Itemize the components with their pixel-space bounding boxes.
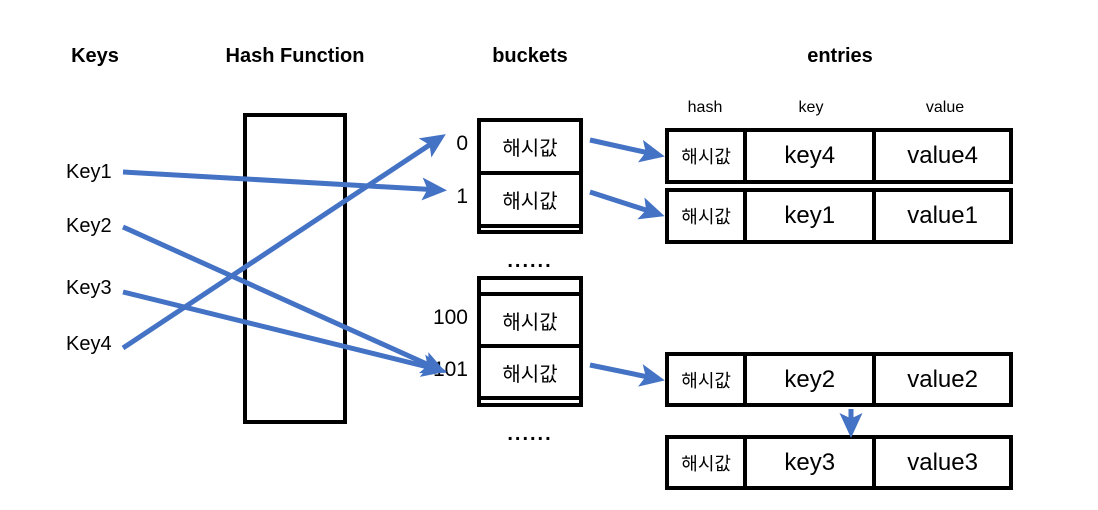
column-title-hash-function: Hash Function <box>225 45 365 67</box>
entries-header-hash: hash <box>687 99 723 116</box>
entry-key-key1: key1 <box>747 192 877 240</box>
entry-key-key2: key2 <box>747 356 877 403</box>
bucket-cell-lower-head <box>481 280 579 296</box>
bucket-index-0: 0 <box>456 132 468 155</box>
entry-value-key3: value3 <box>876 439 1009 486</box>
key-label-key1: Key1 <box>66 161 112 183</box>
entry-value-key2: value2 <box>876 356 1009 403</box>
entries-header-value: value <box>925 99 965 116</box>
bucket-ellipsis-top: ...... <box>507 250 553 272</box>
entry-hash-key1: 해시값 <box>669 192 748 240</box>
entry-key-key4: key4 <box>747 132 877 180</box>
entry-value-key4: value4 <box>876 132 1009 180</box>
entry-hash-key3: 해시값 <box>669 439 748 486</box>
bucket-cell-1: 해시값 <box>481 175 579 228</box>
entry-key-key3: key3 <box>747 439 877 486</box>
entry-row-key3: 해시값 key3 value3 <box>665 435 1013 490</box>
key-label-key2: Key2 <box>66 215 112 237</box>
bucket-index-1: 1 <box>456 185 468 208</box>
arrow-bucket101-to-entry-key2 <box>589 362 665 387</box>
entry-value-key1: value1 <box>876 192 1009 240</box>
bucket-group-upper: 해시값 해시값 <box>477 118 583 234</box>
arrow-bucket0-to-entry-key4 <box>589 137 665 163</box>
column-title-buckets: buckets <box>492 45 568 67</box>
bucket-group-lower: 해시값 해시값 <box>477 276 583 407</box>
column-title-keys: Keys <box>71 45 119 67</box>
entry-row-key2: 해시값 key2 value2 <box>665 352 1013 407</box>
hash-function-box <box>243 113 347 424</box>
bucket-cell-100: 해시값 <box>481 296 579 348</box>
key-label-key3: Key3 <box>66 277 112 299</box>
arrow-bucket1-to-entry-key1 <box>589 189 665 220</box>
column-title-entries: entries <box>807 45 873 67</box>
entry-hash-key4: 해시값 <box>669 132 748 180</box>
entry-row-key4: 해시값 key4 value4 <box>665 128 1013 184</box>
bucket-cell-upper-tail <box>481 228 579 230</box>
bucket-cell-0: 해시값 <box>481 122 579 175</box>
bucket-index-100: 100 <box>432 306 468 329</box>
entry-row-key1: 해시값 key1 value1 <box>665 188 1013 244</box>
entries-header-key: key <box>798 99 824 116</box>
bucket-ellipsis-bottom: ...... <box>507 423 553 445</box>
entry-hash-key2: 해시값 <box>669 356 748 403</box>
key-label-key4: Key4 <box>66 333 112 355</box>
bucket-cell-lower-tail <box>481 400 579 403</box>
bucket-index-101: 101 <box>432 358 468 381</box>
bucket-cell-101: 해시값 <box>481 348 579 400</box>
